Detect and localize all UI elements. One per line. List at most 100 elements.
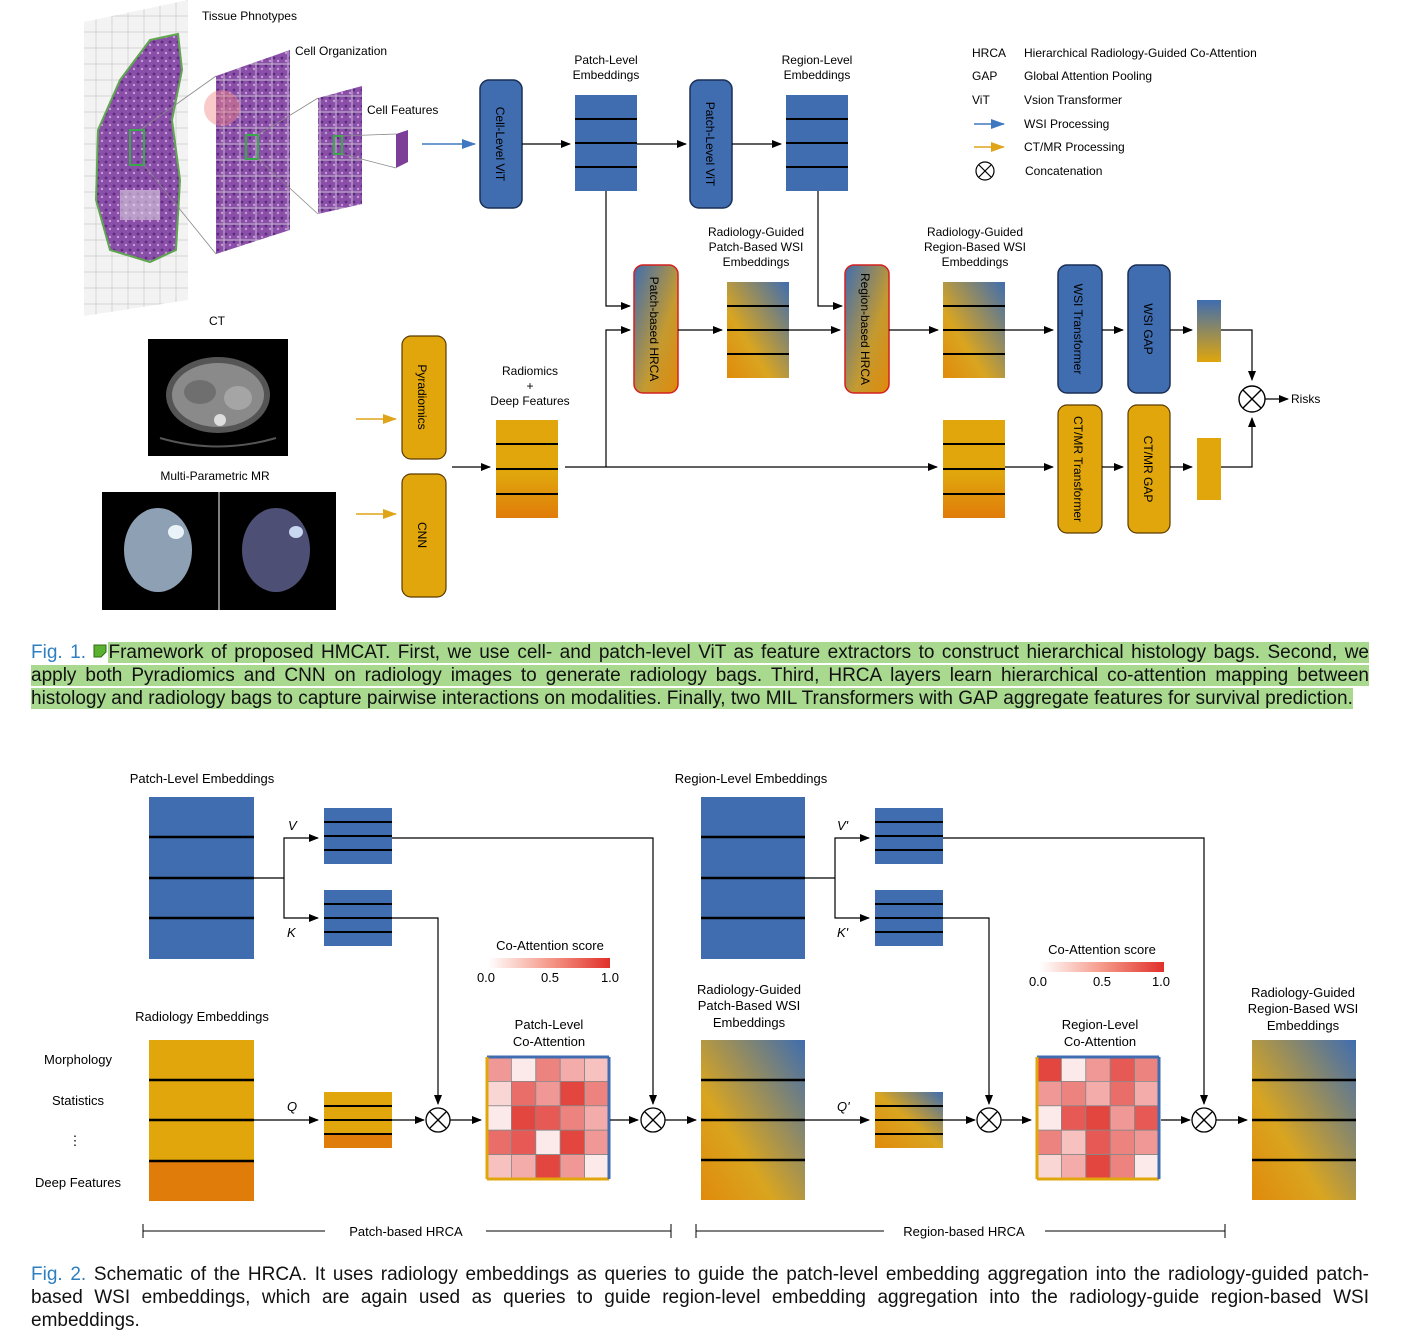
coatt-scale-1 — [488, 958, 610, 968]
heatmap-cell — [535, 1105, 561, 1131]
heatmap-cell — [535, 1129, 561, 1155]
label-tissue-phenotypes: Tissue Phnotypes — [202, 9, 297, 23]
annotation-note-icon[interactable] — [93, 641, 107, 658]
heatmap-cell — [1109, 1105, 1135, 1131]
fig2: Patch-Level Embeddings Region-Level Embe… — [35, 771, 1358, 1239]
label-row-ellipsis: ⋮ — [69, 1133, 82, 1148]
legend-value-vit: Vsion Transformer — [1024, 93, 1122, 107]
fig2-rg-patch-3: Embeddings — [713, 1015, 786, 1030]
heatmap-cell — [1036, 1056, 1062, 1082]
wsi-slide-image — [84, 0, 188, 316]
label-rg-region-1: Radiology-Guided — [927, 225, 1023, 239]
patch-coattention-matrix — [485, 1055, 611, 1181]
matmul-symbol-4 — [1191, 1107, 1217, 1133]
cnn-module: CNN — [401, 473, 447, 598]
heatmap-cell — [1109, 1129, 1135, 1155]
heatmap-cell — [510, 1056, 537, 1082]
heatmap-cell — [584, 1154, 610, 1180]
label-rg-region-3: Embeddings — [942, 255, 1009, 269]
label-k-prime: K' — [837, 925, 849, 940]
legend-key-vit: ViT — [972, 93, 990, 107]
cell-organization-image — [204, 50, 290, 254]
patch-based-hrca-module: Patch-based HRCA — [633, 264, 679, 394]
label-v-prime: V' — [837, 818, 849, 833]
label-v: V — [288, 818, 298, 833]
rg-patch-embeddings-stack — [727, 282, 789, 378]
label-region-embeddings-1: Region-Level — [782, 53, 853, 67]
fig2-patch-stack — [149, 797, 254, 959]
legend-key-gap: GAP — [972, 69, 997, 83]
region-level-embeddings-stack — [786, 95, 848, 191]
heatmap-cell — [535, 1154, 561, 1180]
label-cell-organization: Cell Organization — [295, 44, 387, 58]
label-radiology-embeddings: Radiology Embeddings — [135, 1009, 269, 1024]
fig2-v-prime-stack — [875, 808, 943, 864]
fig2-q-prime-stack — [875, 1092, 943, 1148]
wsi-gap-module: WSI GAP — [1127, 264, 1171, 394]
heatmap-cell — [559, 1154, 586, 1180]
heatmap-cell — [559, 1056, 586, 1082]
heatmap-cell — [1085, 1129, 1111, 1155]
heatmap-cell — [510, 1105, 537, 1131]
heatmap-cell — [559, 1105, 586, 1131]
radiology-stack-ct — [943, 420, 1005, 518]
legend: HRCA Hierarchical Radiology-Guided Co-At… — [972, 46, 1257, 181]
label-patch-level-embeddings: Patch-Level Embeddings — [130, 771, 275, 786]
heatmap-cell — [535, 1081, 561, 1107]
wsi-transformer-label: WSI Transformer — [1071, 284, 1085, 375]
fig2-caption-label: Fig. 2. — [31, 1264, 87, 1285]
region-hrca-bracket — [695, 1224, 1226, 1238]
label-radiomics-3: Deep Features — [490, 394, 569, 408]
heatmap-cell — [1061, 1081, 1087, 1107]
heatmap-cell — [1061, 1154, 1087, 1180]
cnn-label: CNN — [415, 522, 429, 548]
coatt-title-1: Co-Attention score — [496, 938, 604, 953]
heatmap-cell — [1134, 1129, 1160, 1155]
wsi-pooled-vector — [1197, 300, 1221, 362]
heatmap-cell — [1109, 1056, 1135, 1082]
legend-value-hrca: Hierarchical Radiology-Guided Co-Attenti… — [1024, 46, 1257, 60]
fig1-caption-text: Framework of proposed HMCAT. First, we u… — [31, 642, 1369, 709]
heatmap-cell — [559, 1081, 586, 1107]
label-radiomics-1: Radiomics — [502, 364, 558, 378]
fig2-k-stack — [324, 890, 392, 946]
label-patch-coatt-1: Patch-Level — [515, 1017, 584, 1032]
fig2-rg-patch-1: Radiology-Guided — [697, 982, 801, 997]
label-cell-features: Cell Features — [367, 103, 438, 117]
heatmap-cell — [1109, 1154, 1135, 1180]
coatt-tick-2-2: 1.0 — [1152, 974, 1170, 989]
region-based-hrca-module: Region-based HRCA — [844, 264, 890, 394]
heatmap-cell — [1036, 1154, 1062, 1180]
heatmap-cell — [1085, 1154, 1111, 1180]
ct-pooled-vector — [1197, 438, 1221, 500]
label-q: Q — [287, 1099, 297, 1114]
heatmap-cell — [1085, 1056, 1111, 1082]
fig2-q-stack — [324, 1092, 392, 1148]
label-rg-patch-2: Patch-Based WSI — [709, 240, 804, 254]
label-row-statistics: Statistics — [52, 1093, 105, 1108]
fig2-radiology-stack — [149, 1040, 254, 1201]
label-patch-coatt-2: Co-Attention — [513, 1034, 585, 1049]
fig2-region-stack — [701, 797, 805, 959]
heatmap-cell — [584, 1056, 610, 1082]
fig2-k-prime-stack — [875, 890, 943, 946]
matmul-symbol-2 — [640, 1107, 666, 1133]
fig2-rg-region-1: Radiology-Guided — [1251, 985, 1355, 1000]
heatmap-cell — [1134, 1105, 1160, 1131]
patch-level-embeddings-stack — [575, 95, 637, 191]
label-q-prime: Q' — [837, 1099, 850, 1114]
label-radiomics-2: + — [526, 379, 533, 393]
label-row-deep-features: Deep Features — [35, 1175, 121, 1190]
fig1-caption-label: Fig. 1. — [31, 642, 86, 663]
legend-value-ct: CT/MR Processing — [1024, 140, 1125, 154]
fig2-rg-patch-stack — [701, 1040, 805, 1200]
fig1: Tissue Phnotypes Cell Organization Cell … — [84, 0, 1320, 610]
coatt-scale-2 — [1040, 962, 1164, 972]
fig2-rg-region-stack — [1252, 1040, 1356, 1200]
heatmap-cell — [486, 1081, 512, 1107]
patch-hrca-label: Patch-based HRCA — [647, 277, 661, 382]
heatmap-cell — [1061, 1129, 1087, 1155]
label-row-morphology: Morphology — [44, 1052, 112, 1067]
heatmap-cell — [584, 1129, 610, 1155]
